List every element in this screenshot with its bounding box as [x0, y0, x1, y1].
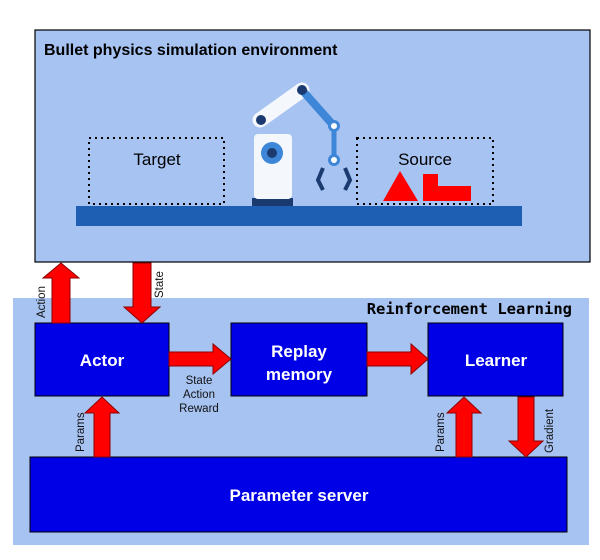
target-zone — [88, 137, 225, 205]
sar-action-label: Action — [183, 389, 215, 401]
sar-reward-label: Reward — [179, 403, 219, 415]
params-learner-label: Params — [435, 412, 447, 452]
environment-title: Bullet physics simulation environment — [44, 42, 338, 59]
l-block-object — [423, 174, 471, 201]
params-to-learner-arrow — [445, 396, 483, 458]
gradient-label: Gradient — [544, 408, 556, 453]
actor-to-replay-arrow — [168, 342, 232, 376]
learner-box: Learner — [427, 322, 564, 397]
learner-label: Learner — [465, 351, 528, 370]
target-label: Target — [133, 150, 181, 169]
state-arrow-label: State — [154, 271, 166, 298]
gradient-arrow — [507, 396, 545, 458]
parameter-server-box: Parameter server — [29, 456, 568, 533]
source-label: Source — [398, 150, 452, 169]
triangle-object — [383, 171, 418, 201]
state-arrow — [122, 262, 162, 324]
replay-label-line1: Replay — [271, 342, 327, 361]
params-to-actor-arrow — [83, 396, 121, 458]
replay-memory-box: Replay memory — [230, 322, 368, 397]
action-arrow — [41, 262, 81, 324]
replay-to-learner-arrow — [366, 342, 429, 376]
environment-panel: Bullet physics simulation environment Ta… — [34, 29, 591, 263]
replay-label-line2: memory — [266, 365, 333, 384]
source-zone — [356, 137, 494, 205]
table-surface — [76, 206, 522, 226]
action-arrow-label: Action — [36, 286, 48, 318]
actor-label: Actor — [80, 351, 125, 370]
rl-panel-title: Reinforcement Learning — [367, 300, 572, 318]
params-actor-label: Params — [75, 412, 87, 452]
parameter-server-label: Parameter server — [230, 486, 369, 505]
sar-state-label: State — [186, 375, 213, 387]
robot-arm-icon — [252, 82, 353, 206]
actor-box: Actor — [34, 322, 170, 397]
